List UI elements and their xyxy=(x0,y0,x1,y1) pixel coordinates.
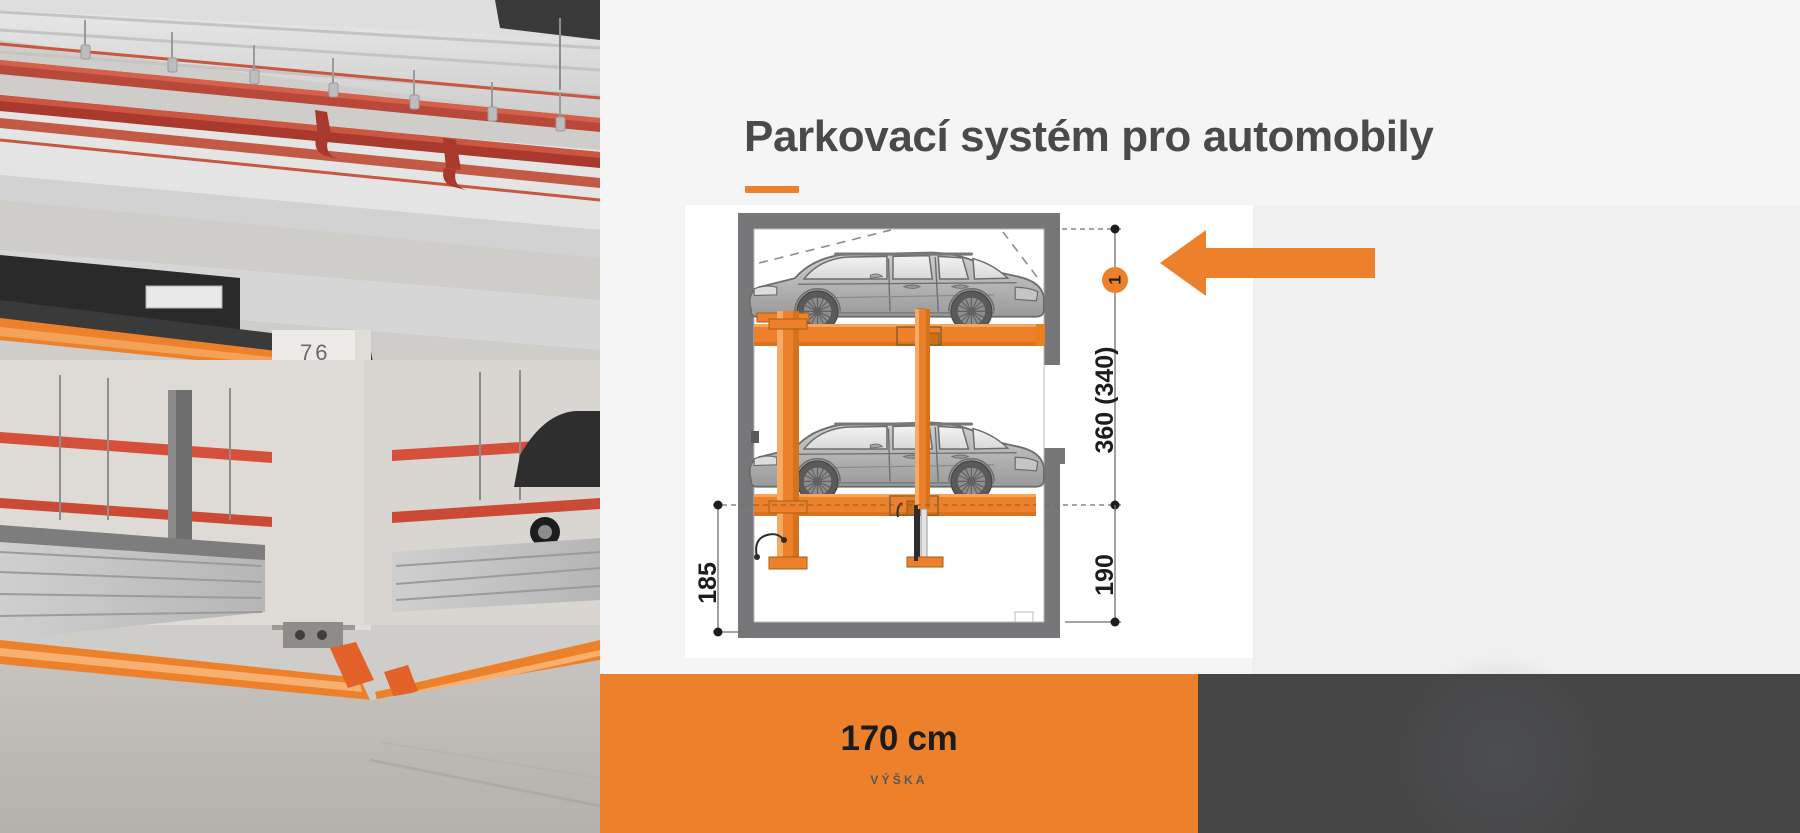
spec-label: VÝŠKA xyxy=(870,772,928,787)
spec-value: 170 cm xyxy=(840,718,958,758)
dimension-badge-1-label: 1 xyxy=(1106,275,1125,284)
spec-bar: 170 cm VÝŠKA xyxy=(600,674,1198,833)
cross-section-drawing: 1 360 (340) 190 185 xyxy=(685,205,1253,658)
diagram-backdrop xyxy=(1252,205,1800,674)
page-title: Parkovací systém pro automobily xyxy=(744,112,1434,161)
garage-photo-illustration: 76 xyxy=(0,0,600,833)
height-callout-arrow xyxy=(1160,230,1375,296)
parking-garage-photo: 76 xyxy=(0,0,600,833)
title-accent-bar xyxy=(745,186,799,193)
parking-lift-cross-section: 1 360 (340) 190 185 xyxy=(685,205,1253,658)
content-panel: Parkovací systém pro automobily xyxy=(600,0,1800,833)
dark-panel xyxy=(1198,651,1800,833)
dimension-label-lower-height: 190 xyxy=(1091,554,1119,596)
dark-panel-glow xyxy=(1394,651,1604,833)
dimension-badge-1 xyxy=(1102,267,1128,293)
dimension-label-overall-height: 360 (340) xyxy=(1091,346,1119,453)
dimension-label-pit-depth: 185 xyxy=(694,562,722,604)
